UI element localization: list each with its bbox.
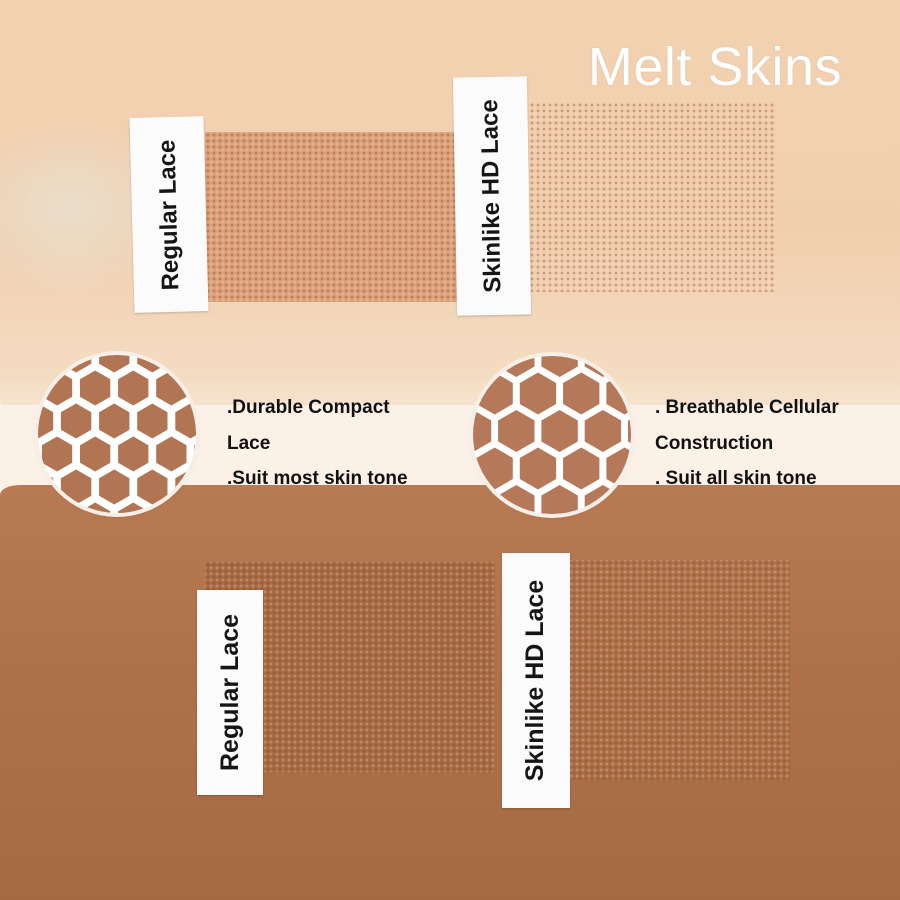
mesh-cell: [80, 370, 111, 406]
mesh-cell: [99, 355, 130, 373]
mesh-cell: [137, 403, 168, 439]
mesh-cell: [541, 485, 578, 514]
regular-feature-line-2: Lace: [227, 432, 271, 454]
mesh-cell: [41, 436, 73, 472]
hd-lace-features: . Breathable Cellular Construction . Sui…: [655, 390, 895, 497]
hd-lace-mesh-image: [473, 356, 631, 514]
hd-feature-line-1: . Breathable Cellular: [655, 397, 839, 418]
mesh-cell: [473, 410, 492, 452]
mesh-cell: [156, 436, 187, 472]
mesh-cell: [118, 436, 149, 472]
hd-feature-line-3: . Suit all skin tone: [655, 468, 817, 489]
mesh-cell: [99, 403, 130, 439]
mesh-cell: [584, 410, 622, 452]
hd-lace-closeup: [473, 356, 631, 514]
brand-title: Melt Skins: [587, 37, 842, 97]
regular-feature-line-3: .Suit most skin tone: [227, 468, 408, 489]
bottom-regular-lace-label: Regular Lace: [215, 613, 244, 772]
mesh-cell: [38, 403, 54, 439]
mesh-cell: [60, 403, 92, 439]
mesh-cell: [519, 447, 557, 490]
regular-lace-closeup: [38, 355, 196, 513]
mesh-cell: [60, 469, 92, 505]
mesh-cell: [541, 410, 578, 452]
top-regular-lace-tag: Regular Lace: [129, 116, 209, 313]
top-hd-lace-label: Skinlike HD Lace: [476, 99, 507, 293]
mesh-cell: [519, 372, 557, 415]
top-hd-lace-tag: Skinlike HD Lace: [452, 76, 532, 316]
top-regular-lace-label: Regular Lace: [153, 138, 184, 291]
mesh-cell: [563, 372, 600, 415]
mesh-cell: [118, 370, 149, 406]
top-hd-lace-swatch: [505, 102, 775, 292]
bottom-hd-lace-tag: Skinlike HD Lace: [502, 553, 570, 808]
bottom-hd-lace-swatch: [565, 560, 790, 780]
mesh-cell: [175, 403, 196, 439]
hd-feature-line-2: Construction: [655, 432, 774, 454]
bottom-regular-lace-tag: Regular Lace: [197, 590, 263, 795]
mesh-cell: [498, 410, 535, 452]
mesh-cell: [137, 469, 168, 505]
mesh-cell: [80, 436, 111, 472]
mesh-cell: [476, 447, 513, 490]
mesh-cell: [99, 469, 130, 505]
mesh-cell: [541, 356, 578, 377]
mesh-cell: [563, 447, 600, 490]
mesh-cell: [628, 418, 631, 444]
regular-lace-features: .Durable Compact Lace .Suit most skin to…: [227, 390, 467, 497]
bottom-hd-lace-label: Skinlike HD Lace: [521, 579, 550, 782]
regular-feature-line-1: .Durable Compact: [227, 397, 390, 418]
regular-lace-mesh-image: [38, 355, 196, 513]
top-regular-lace-swatch: [205, 132, 465, 302]
